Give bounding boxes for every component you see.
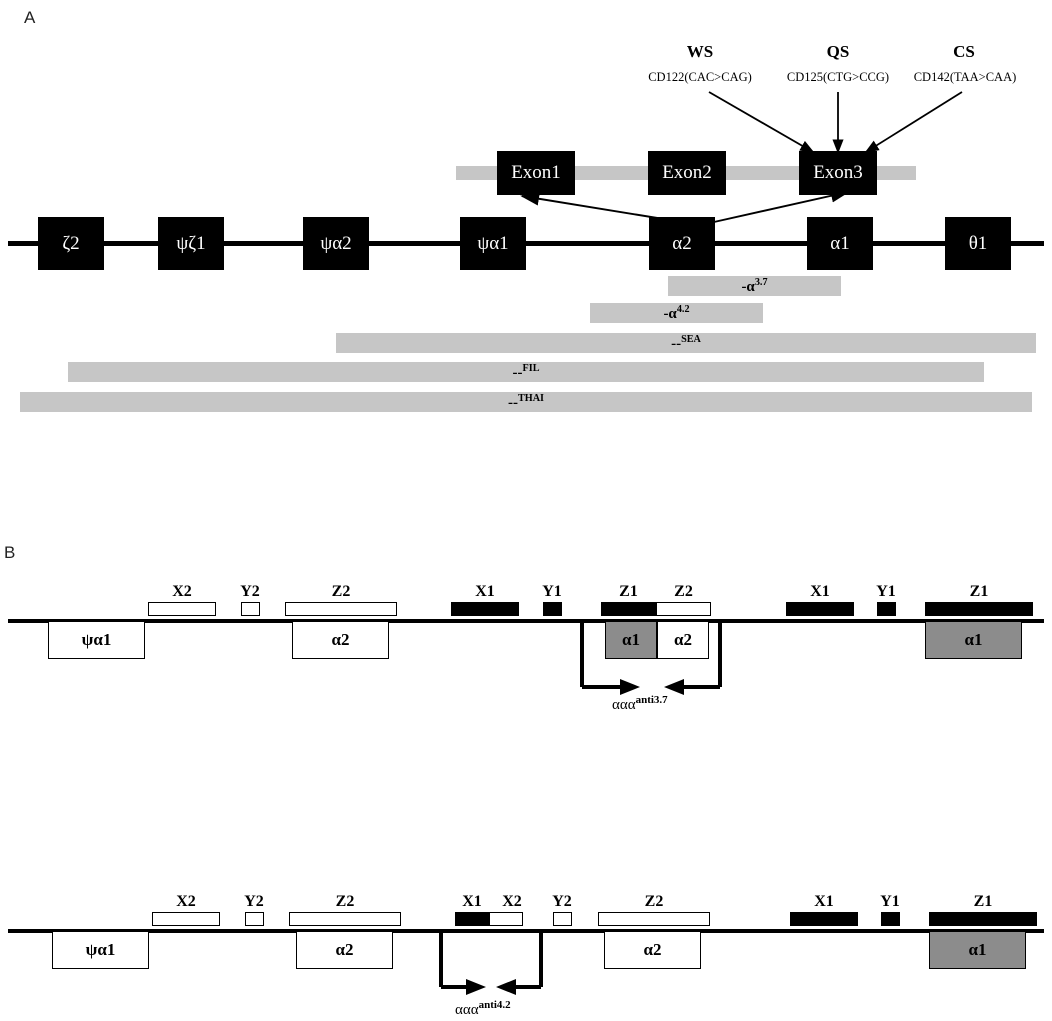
row1-annotation: αααanti3.7 <box>612 694 668 714</box>
row2-seg-label-z2b: Z2 <box>644 893 664 910</box>
gene-box-alpha1: α1 <box>807 217 873 270</box>
gene-cluster-line <box>8 241 1044 246</box>
row1-seg-x1 <box>451 602 519 616</box>
row1-seg-z1 <box>601 602 656 616</box>
deletion-label-alpha37: -α <box>741 279 755 295</box>
row1-baseline <box>8 619 1044 623</box>
mutation-title-ws: WS <box>686 42 714 61</box>
row1-seg-z2b <box>656 602 711 616</box>
deletion-bar-sea: --SEA <box>336 333 1036 353</box>
row2-seg-y1 <box>881 912 900 926</box>
deletion-sup-fil: FIL <box>522 363 540 374</box>
deletion-label-alpha42: -α <box>663 306 677 322</box>
deletion-bar-alpha42: -α4.2 <box>590 303 763 323</box>
row1-seg-y1 <box>543 602 562 616</box>
row2-seg-y2 <box>245 912 264 926</box>
row1-seg-z2 <box>285 602 397 616</box>
row1-annotation-sup: anti3.7 <box>635 694 668 706</box>
row1-seg-x1b <box>786 602 854 616</box>
deletion-bar-thai: --THAI <box>20 392 1032 412</box>
row2-gene-alpha2-left: α2 <box>296 931 393 969</box>
row2-seg-x2b <box>489 912 523 926</box>
gene-box-zeta2: ζ2 <box>38 217 104 270</box>
deletion-bar-fil: --FIL <box>68 362 984 382</box>
row1-seg-label-z1: Z1 <box>619 583 638 600</box>
exon-box-3: Exon3 <box>799 151 877 195</box>
row1-seg-label-x1: X1 <box>475 583 495 600</box>
row1-gene-psi-alpha1: ψα1 <box>48 621 145 659</box>
deletion-sup-sea: SEA <box>681 334 701 345</box>
deletion-label-thai: -- <box>507 395 518 411</box>
mutation-title-cs: CS <box>953 42 975 61</box>
row2-seg-label-y2: Y2 <box>244 893 264 910</box>
row2-crossover-bracket <box>439 931 543 995</box>
row1-gene-alpha1: α1 <box>925 621 1022 659</box>
deletion-label-sea: -- <box>671 336 682 352</box>
row2-seg-z1 <box>929 912 1037 926</box>
gene-box-theta1: θ1 <box>945 217 1011 270</box>
deletion-sup-alpha42: 4.2 <box>676 304 690 315</box>
row2-seg-z2 <box>289 912 401 926</box>
row2-seg-x2 <box>152 912 220 926</box>
row2-seg-label-z1: Z1 <box>973 893 993 910</box>
row1-seg-label-z2b: Z2 <box>674 583 693 600</box>
deletion-sup-thai: THAI <box>517 393 545 404</box>
mutation-detail-ws: CD122(CAC>CAG) <box>648 70 752 84</box>
row2-annotation-sup: anti4.2 <box>478 999 511 1011</box>
row2-gene-alpha2-right: α2 <box>604 931 701 969</box>
deletion-bar-alpha37: -α3.7 <box>668 276 841 296</box>
row2-baseline <box>8 929 1044 933</box>
row2-seg-label-y1: Y1 <box>880 893 900 910</box>
row2-seg-label-x2b: X2 <box>502 893 522 910</box>
row1-gene-alpha1-fusion: α1 <box>605 621 657 659</box>
row2-gene-alpha1: α1 <box>929 931 1026 969</box>
row1-seg-z1b <box>925 602 1033 616</box>
mutation-detail-qs: CD125(CTG>CCG) <box>786 70 890 84</box>
panel-a-label: A <box>24 8 36 27</box>
row2-seg-label-x1b: X1 <box>814 893 834 910</box>
row2-seg-label-x2: X2 <box>176 893 196 910</box>
row1-crossover-bracket <box>580 621 722 695</box>
row1-annotation-text: ααα <box>612 697 636 713</box>
row1-seg-label-y2: Y2 <box>240 583 260 600</box>
mutation-title-qs: QS <box>826 42 850 61</box>
panel-b-label: B <box>4 543 16 562</box>
row2-seg-x1 <box>455 912 489 926</box>
row1-seg-label-y1: Y1 <box>542 583 562 600</box>
row2-annotation-text: ααα <box>455 1002 479 1018</box>
row1-gene-alpha2: α2 <box>292 621 389 659</box>
row1-seg-x2 <box>148 602 216 616</box>
exon-box-1: Exon1 <box>497 151 575 195</box>
exon-box-2: Exon2 <box>648 151 726 195</box>
row2-annotation: αααanti4.2 <box>455 999 511 1019</box>
row1-seg-label-z1b: Z1 <box>969 583 989 600</box>
gene-box-alpha2: α2 <box>649 217 715 270</box>
deletion-sup-alpha37: 3.7 <box>754 277 768 288</box>
row2-seg-label-y2b: Y2 <box>552 893 572 910</box>
row2-seg-z2b <box>598 912 710 926</box>
gene-box-psi-zeta1: ψζ1 <box>158 217 224 270</box>
row1-seg-y2 <box>241 602 260 616</box>
row1-seg-label-y1b: Y1 <box>876 583 896 600</box>
gene-box-psi-alpha1: ψα1 <box>460 217 526 270</box>
row1-gene-alpha2-fusion: α2 <box>657 621 709 659</box>
row1-seg-label-z2: Z2 <box>331 583 351 600</box>
deletion-label-fil: -- <box>512 365 523 381</box>
mutation-detail-cs: CD142(TAA>CAA) <box>913 70 1017 84</box>
row1-seg-label-x2: X2 <box>172 583 192 600</box>
gene-box-psi-alpha2: ψα2 <box>303 217 369 270</box>
row2-seg-y2b <box>553 912 572 926</box>
row1-seg-label-x1b: X1 <box>810 583 830 600</box>
row1-seg-y1b <box>877 602 896 616</box>
row2-gene-psi-alpha1: ψα1 <box>52 931 149 969</box>
row2-seg-x1b <box>790 912 858 926</box>
row2-seg-label-z2: Z2 <box>335 893 355 910</box>
row2-seg-label-x1: X1 <box>462 893 482 910</box>
